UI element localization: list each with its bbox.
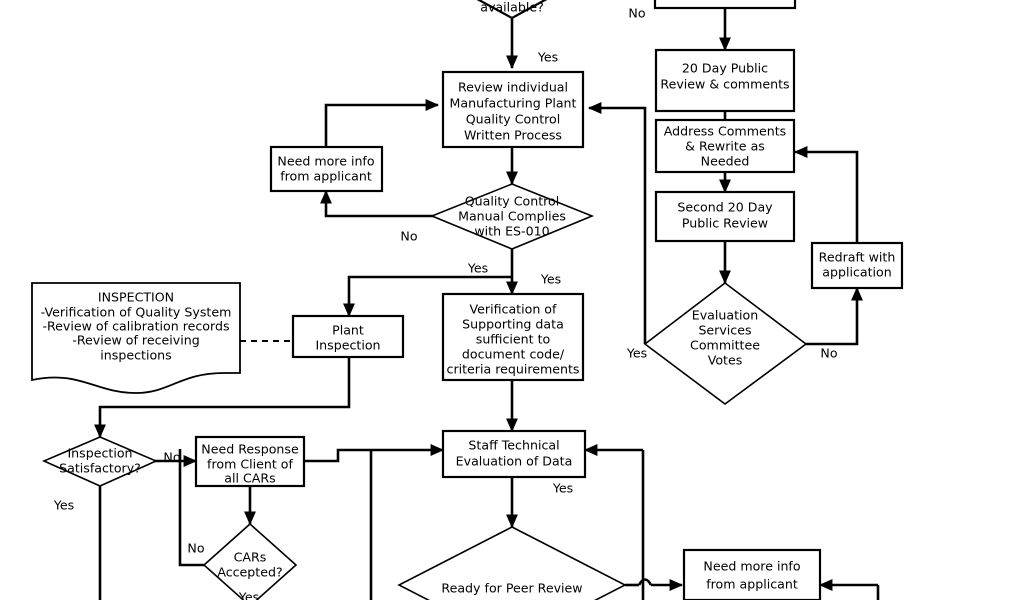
node-review-individual-line2: Manufacturing Plant (450, 96, 577, 111)
node-verification-line3: sufficient to (476, 332, 551, 347)
node-esc-votes (643, 281, 808, 405)
node-eval-criteria-line2: available? (480, 0, 544, 15)
node-peer-line1: Ready for Peer Review (441, 581, 582, 596)
node-staff-technical (441, 429, 587, 479)
node-need-more-info-left (269, 145, 384, 193)
edge-label-eval-yes: Yes (537, 50, 558, 65)
node-needresponse-line1: Need Response (201, 442, 299, 457)
note-inspection-line2: -Verification of Quality System (41, 305, 232, 320)
node-needresponse-line2: from Client of (207, 457, 293, 472)
node-inspection-satisfactory (42, 436, 158, 487)
edge-label-inspection-yes: Yes (53, 498, 74, 513)
node-review-individual-line1: Review individual (458, 80, 568, 95)
node-cars-accepted (202, 522, 298, 600)
node-qc-manual-complies (429, 183, 595, 250)
node-redraft-with-application (810, 241, 904, 290)
node-20day-line2: Review & comments (660, 77, 789, 92)
node-esc-line1: Evaluation (692, 308, 758, 323)
edge-label-top-no: No (628, 6, 645, 21)
node-esc-line2: Services (698, 323, 751, 338)
node-cars-line1: CARs (234, 550, 267, 565)
node-second-20-day (654, 190, 796, 243)
node-verification-line1: Verification of (470, 302, 557, 317)
node-plant-inspection (291, 314, 405, 359)
node-qc-line2: Manual Complies (458, 209, 566, 224)
node-address-comments (654, 118, 796, 174)
edge-label-cars-no: No (187, 541, 204, 556)
edge-label-esc-no: No (820, 346, 837, 361)
node-20day-line1: 20 Day Public (682, 61, 768, 76)
node-second20-line2: Public Review (682, 216, 768, 231)
node-need-more-info-left-line2: from applicant (280, 169, 372, 184)
edge-label-qc-yes-right: Yes (540, 272, 561, 287)
node-top-partial-box (653, 0, 797, 10)
node-verification-line4: document code/ (462, 347, 565, 362)
edge-label-qc-yes-left: Yes (467, 261, 488, 276)
edge-label-cars-yes: Yes (238, 590, 259, 600)
node-need-response-cars (194, 435, 306, 488)
node-ready-peer-review (397, 526, 627, 600)
edge-needinfo-to-review (324, 99, 440, 147)
node-cars-line2: Accepted? (217, 565, 282, 580)
node-qc-line3: with ES-010 (474, 224, 549, 239)
edge-line-hop-icon (637, 578, 653, 586)
note-inspection-line3: -Review of calibration records (42, 319, 229, 334)
edge-esc-no-to-redraft (806, 286, 863, 346)
edge-plant-inspection-to-inspsat (94, 357, 351, 439)
edge-label-qc-no: No (400, 229, 417, 244)
node-need-more-info-left-line1: Need more info (277, 154, 374, 169)
node-20-day-public-review (654, 48, 796, 113)
node-redraft-line1: Redraft with (819, 250, 896, 265)
node-need-more-info-right (682, 548, 822, 600)
node-need-more-info-right-line1: Need more info (703, 559, 800, 574)
node-verification-line5: criteria requirements (447, 362, 580, 377)
node-review-individual (441, 70, 585, 149)
edge-label-inspection-no: No (163, 450, 180, 465)
edge-redraft-to-address (793, 146, 859, 243)
node-address-line1: Address Comments (664, 124, 786, 139)
node-inspsat-line1: Inspection (67, 446, 132, 461)
edge-needresponse-to-staff (304, 444, 445, 463)
node-esc-line4: Votes (708, 353, 743, 368)
edge-label-staff-yes: Yes (552, 481, 573, 496)
node-inspsat-line2: Satisfactory? (59, 461, 141, 476)
edge-qc-no-to-needinfo (320, 189, 440, 218)
note-inspection-line5: inspections (100, 348, 171, 363)
node-address-line3: Needed (701, 154, 750, 169)
node-esc-line3: Committee (690, 338, 760, 353)
node-inspection-note (31, 282, 241, 394)
edge-qc-yes-to-plant-inspection (343, 275, 512, 318)
edge-esc-yes-to-review (587, 102, 647, 344)
node-need-more-info-right-line2: from applicant (706, 577, 798, 592)
node-review-individual-line3: Quality Control (466, 112, 561, 127)
node-staff-line2: Evaluation of Data (456, 454, 573, 469)
note-inspection-line1: INSPECTION (98, 290, 174, 305)
node-verification-supporting (441, 292, 585, 382)
node-qc-line1: Quality Control (465, 194, 560, 209)
node-second20-line1: Second 20 Day (677, 200, 773, 215)
note-inspection-line4: -Review of receiving (72, 333, 199, 348)
edge-cars-no-up (178, 449, 204, 567)
node-needresponse-line3: all CARs (224, 471, 275, 486)
node-redraft-line2: application (822, 265, 891, 280)
node-address-line2: & Rewrite as (685, 139, 765, 154)
node-review-individual-line4: Written Process (464, 128, 562, 143)
node-verification-line2: Supporting data (462, 317, 564, 332)
node-plant-inspection-line2: Inspection (315, 338, 380, 353)
node-plant-inspection-line1: Plant (332, 323, 364, 338)
node-staff-line1: Staff Technical (468, 438, 559, 453)
edge-label-esc-yes: Yes (626, 346, 647, 361)
